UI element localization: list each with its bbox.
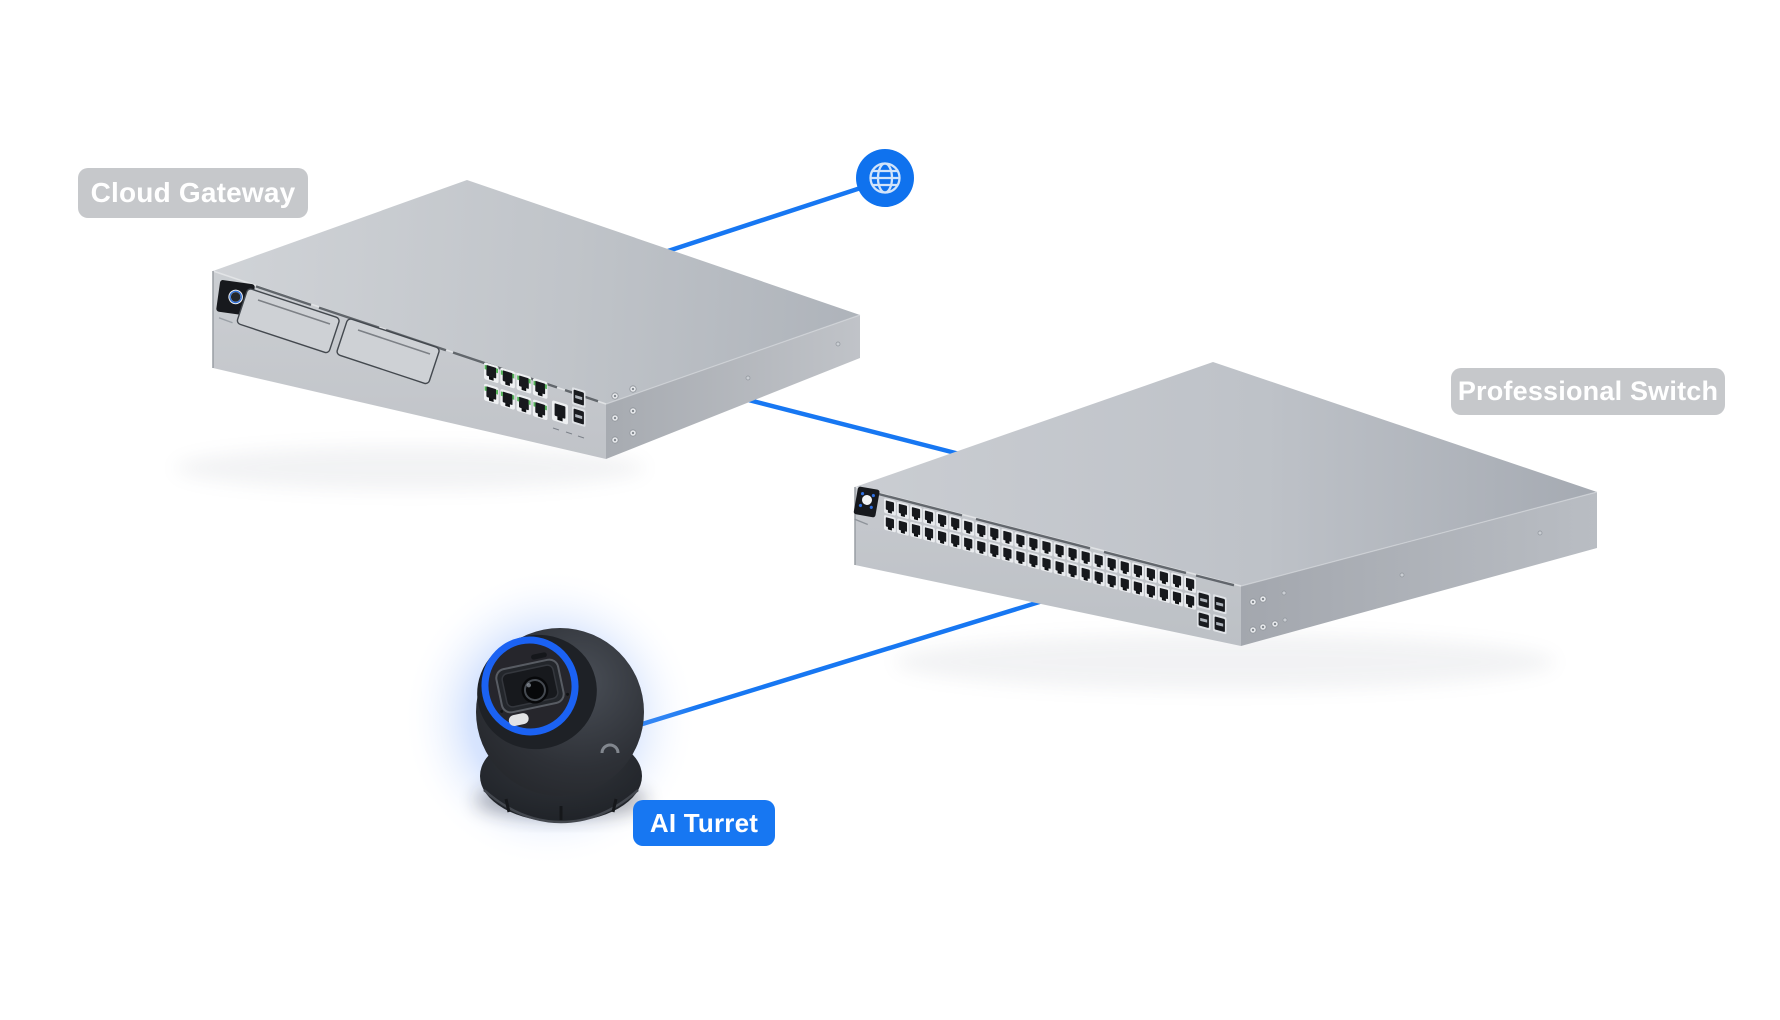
ai-turret-camera [402, 568, 698, 868]
gateway-wan-port [552, 400, 568, 425]
switch-display-screen [853, 486, 880, 526]
gateway-side-face [606, 315, 860, 459]
cloud-gateway-label: Cloud Gateway [78, 168, 308, 218]
camera-face-details [495, 652, 570, 727]
gateway-top-face [213, 180, 860, 404]
camera-brand-logo [600, 743, 620, 754]
camera-ir-window [508, 713, 529, 727]
professional-switch-device [853, 362, 1598, 646]
gateway-drive-bays [236, 288, 440, 385]
camera-mic-slot [531, 652, 547, 660]
ai-turret-label: AI Turret [633, 800, 775, 846]
connection-line-gateway-internet [665, 178, 885, 254]
switch-shadow [895, 634, 1555, 690]
switch-top-face [855, 362, 1597, 586]
professional-switch-label: Professional Switch [1451, 368, 1725, 415]
cloud-gateway-device [212, 180, 861, 459]
switch-side-face [1241, 492, 1597, 646]
gateway-shadow [175, 446, 645, 490]
internet-globe-icon [856, 149, 914, 207]
